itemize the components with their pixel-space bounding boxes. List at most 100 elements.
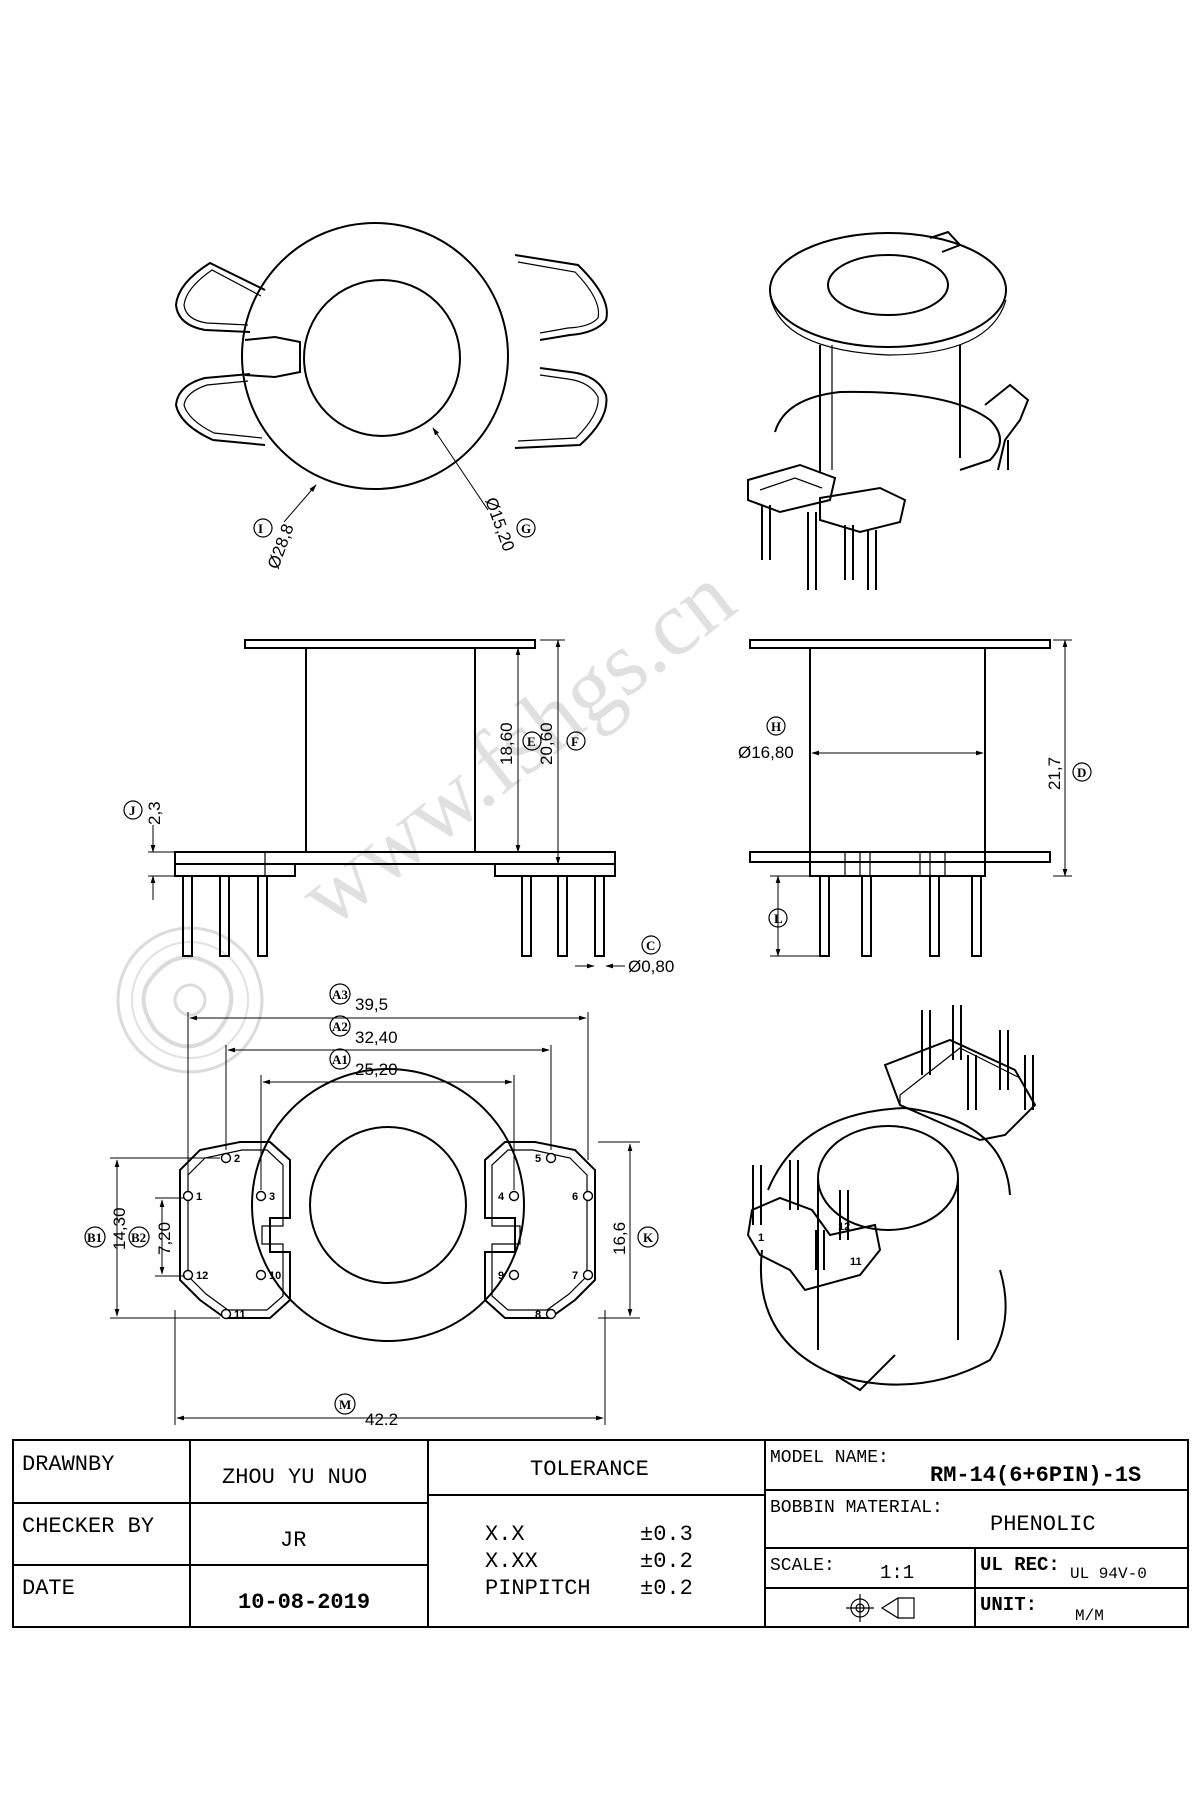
- svg-text:CHECKER BY: CHECKER BY: [22, 1514, 154, 1539]
- callout-b1-icon: [84, 1226, 106, 1248]
- svg-text:ZHOU YU NUO: ZHOU YU NUO: [222, 1465, 367, 1490]
- pin-number: 9: [498, 1270, 504, 1282]
- svg-text:±0.3: ±0.3: [640, 1522, 693, 1547]
- callout-a1-icon: [329, 1048, 351, 1070]
- pin-number: 11: [234, 1309, 246, 1321]
- svg-text:A2: A2: [332, 1019, 348, 1034]
- svg-text:Ø28,8: Ø28,8: [264, 521, 298, 571]
- svg-text:L: L: [774, 911, 783, 926]
- callout-d-icon: [1072, 762, 1092, 782]
- svg-text:18,60: 18,60: [497, 722, 516, 765]
- projection-symbol-icon: [846, 1594, 915, 1622]
- svg-text:E: E: [527, 734, 536, 749]
- svg-text:10-08-2019: 10-08-2019: [238, 1590, 370, 1615]
- svg-text:±0.2: ±0.2: [640, 1549, 693, 1574]
- front-view: Ø16,80 H 21,7 D L: [738, 639, 1092, 957]
- pin-hole: [182, 1190, 194, 1202]
- callout-a2-icon: [329, 1015, 351, 1037]
- pin-number: 6: [572, 1191, 578, 1203]
- svg-text:PHENOLIC: PHENOLIC: [990, 1512, 1096, 1537]
- svg-text:21,7: 21,7: [1045, 757, 1064, 790]
- pin-number: 2: [234, 1153, 240, 1165]
- svg-text:25,20: 25,20: [355, 1060, 398, 1079]
- svg-text:X.X: X.X: [485, 1522, 525, 1547]
- svg-text:UNIT:: UNIT:: [980, 1594, 1037, 1616]
- svg-text:39,5: 39,5: [355, 995, 388, 1014]
- svg-text:M/M: M/M: [1075, 1607, 1104, 1625]
- svg-text:F: F: [571, 734, 579, 749]
- svg-text:42.2: 42.2: [365, 1410, 398, 1429]
- callout-i-icon: [253, 518, 273, 538]
- pin-hole: [255, 1190, 267, 1202]
- svg-text:TOLERANCE: TOLERANCE: [530, 1457, 649, 1482]
- svg-text:SCALE:: SCALE:: [770, 1556, 835, 1576]
- svg-text:Ø16,80: Ø16,80: [738, 743, 794, 762]
- svg-text:D: D: [1077, 765, 1086, 780]
- svg-text:UL REC:: UL REC:: [980, 1554, 1060, 1576]
- svg-text:I: I: [258, 521, 263, 536]
- pin-hole: [582, 1190, 594, 1202]
- svg-text:1: 1: [758, 1232, 764, 1244]
- svg-text:20,60: 20,60: [537, 722, 556, 765]
- pin-number: 5: [535, 1153, 541, 1165]
- svg-text:A3: A3: [332, 987, 348, 1002]
- svg-text:11: 11: [850, 1256, 862, 1268]
- svg-text:JR: JR: [280, 1528, 306, 1553]
- svg-text:X.XX: X.XX: [485, 1549, 538, 1574]
- svg-text:Ø0,80: Ø0,80: [628, 957, 674, 976]
- svg-text:B1: B1: [87, 1230, 102, 1245]
- svg-text:A1: A1: [332, 1052, 348, 1067]
- pin-number: 12: [196, 1270, 208, 1282]
- pin-hole: [255, 1269, 267, 1281]
- pin-hole: [220, 1152, 232, 1164]
- svg-text:M: M: [339, 1397, 351, 1412]
- pin-number: 1: [196, 1191, 202, 1203]
- title-block: DRAWNBY ZHOU YU NUO CHECKER BY JR DATE 1…: [12, 1439, 1189, 1628]
- svg-text:14,30: 14,30: [110, 1207, 129, 1250]
- callout-b2-icon: [128, 1226, 150, 1248]
- svg-text:7,20: 7,20: [155, 1222, 174, 1255]
- pin-hole: [508, 1190, 520, 1202]
- top-view: I Ø28,8 G Ø15,20: [174, 222, 608, 571]
- iso-view-top: [747, 230, 1030, 590]
- pin-number: 8: [535, 1309, 541, 1321]
- callout-c-icon: [641, 935, 661, 955]
- svg-text:2,3: 2,3: [145, 801, 164, 825]
- svg-text:RM-14(6+6PIN)-1S: RM-14(6+6PIN)-1S: [930, 1463, 1141, 1488]
- svg-text:MODEL NAME:: MODEL NAME:: [770, 1448, 889, 1468]
- pin-number: 7: [572, 1270, 578, 1282]
- svg-text:16,6: 16,6: [610, 1222, 629, 1255]
- pin-number: 10: [269, 1270, 281, 1282]
- callout-m-icon: [334, 1393, 356, 1415]
- pin-hole: [582, 1269, 594, 1281]
- svg-text:UL 94V-0: UL 94V-0: [1070, 1565, 1147, 1583]
- side-view: 18,60 20,60 E F 2,3 J Ø0,80 C: [123, 639, 674, 976]
- svg-text:1:1: 1:1: [880, 1562, 914, 1584]
- callout-f-icon: [566, 731, 586, 751]
- svg-text:C: C: [646, 938, 655, 953]
- pin-hole: [220, 1308, 232, 1320]
- svg-text:32,40: 32,40: [355, 1028, 398, 1047]
- svg-text:PINPITCH: PINPITCH: [485, 1576, 591, 1601]
- callout-k-icon: [637, 1226, 659, 1248]
- callout-l-icon: [768, 908, 788, 928]
- callout-e-icon: [522, 731, 542, 751]
- svg-text:J: J: [129, 803, 136, 818]
- svg-text:DRAWNBY: DRAWNBY: [22, 1452, 114, 1477]
- pin-number: 4: [498, 1191, 505, 1203]
- svg-text:B2: B2: [131, 1230, 146, 1245]
- watermark-logo-icon: [116, 926, 264, 1074]
- callout-h-icon: [766, 716, 786, 736]
- pin-number: 3: [269, 1191, 275, 1203]
- pin-hole: [545, 1308, 557, 1320]
- svg-text:±0.2: ±0.2: [640, 1576, 693, 1601]
- watermark: www.fshgs.cn: [116, 545, 752, 1074]
- svg-text:12: 12: [838, 1221, 850, 1233]
- svg-text:Ø15,20: Ø15,20: [481, 495, 518, 554]
- pin-hole: [508, 1269, 520, 1281]
- pin-hole: [545, 1152, 557, 1164]
- svg-text:G: G: [521, 521, 531, 536]
- callout-g-icon: [516, 518, 536, 538]
- pin-hole: [182, 1269, 194, 1281]
